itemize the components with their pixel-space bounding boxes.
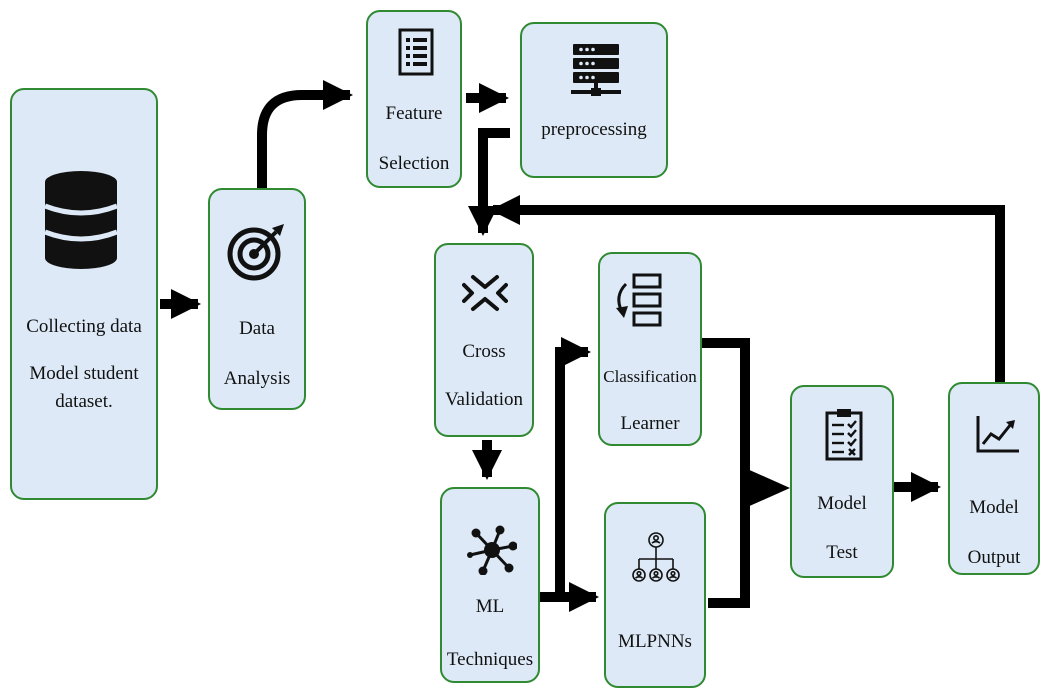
- model-output-box: Model Output: [948, 382, 1040, 575]
- learner-label: Learner: [620, 413, 680, 434]
- ml-techniques-box: ML Techniques: [440, 487, 540, 683]
- arrow-ml-to-classification: [540, 337, 591, 602]
- data-analysis-box: Data Analysis: [208, 188, 306, 410]
- analysis-label: Analysis: [223, 368, 291, 389]
- validation-label: Validation: [444, 389, 524, 410]
- selection-label: Selection: [378, 153, 450, 174]
- connector-classification-merge: [702, 338, 750, 488]
- hierarchy-icon: [632, 532, 680, 582]
- data-label: Data: [239, 318, 275, 339]
- database-icon: [44, 171, 118, 269]
- dataset-label: dataset.: [55, 391, 113, 412]
- cross-validation-box: Cross Validation: [434, 243, 534, 437]
- preprocessing-label: preprocessing: [541, 119, 647, 140]
- ml-label: ML: [475, 596, 505, 617]
- arrow-preprocessing-to-cross: [468, 128, 510, 236]
- target-icon: [227, 224, 284, 281]
- cross-label: Cross: [462, 341, 506, 362]
- model-test-label-2: Test: [826, 542, 858, 563]
- feature-label: Feature: [385, 103, 443, 124]
- collecting-data-label: Collecting data: [26, 316, 142, 337]
- feature-selection-box: Feature Selection: [366, 10, 462, 188]
- classification-icon: [616, 273, 662, 327]
- connector-mlpnn-merge: [708, 488, 750, 608]
- classification-label: Classification: [603, 367, 697, 386]
- arrow-feedback-output-to-cross: [490, 195, 1005, 382]
- document-list-icon: [398, 28, 434, 76]
- model-student-label: Model student: [29, 363, 139, 384]
- model-test-box: Model Test: [790, 385, 894, 578]
- server-icon: [571, 44, 621, 96]
- model-output-label-1: Model: [969, 497, 1019, 518]
- arrow-analysis-to-feature: [257, 80, 353, 188]
- network-hub-icon: [467, 525, 517, 575]
- preprocessing-box: preprocessing: [520, 22, 668, 178]
- cross-validation-icon: [462, 275, 508, 311]
- model-output-label-2: Output: [967, 547, 1021, 568]
- mlpnns-box: MLPNNs: [604, 502, 706, 688]
- clipboard-checklist-icon: [825, 409, 863, 461]
- model-test-label-1: Model: [817, 493, 867, 514]
- arrow-merge-to-test: [745, 468, 790, 508]
- mlpnns-label: MLPNNs: [618, 631, 692, 652]
- collecting-data-box: Collecting data Model student dataset.: [10, 88, 158, 500]
- techniques-label: Techniques: [446, 649, 534, 670]
- classification-learner-box: Classification Learner: [598, 252, 702, 446]
- line-chart-icon: [976, 416, 1019, 453]
